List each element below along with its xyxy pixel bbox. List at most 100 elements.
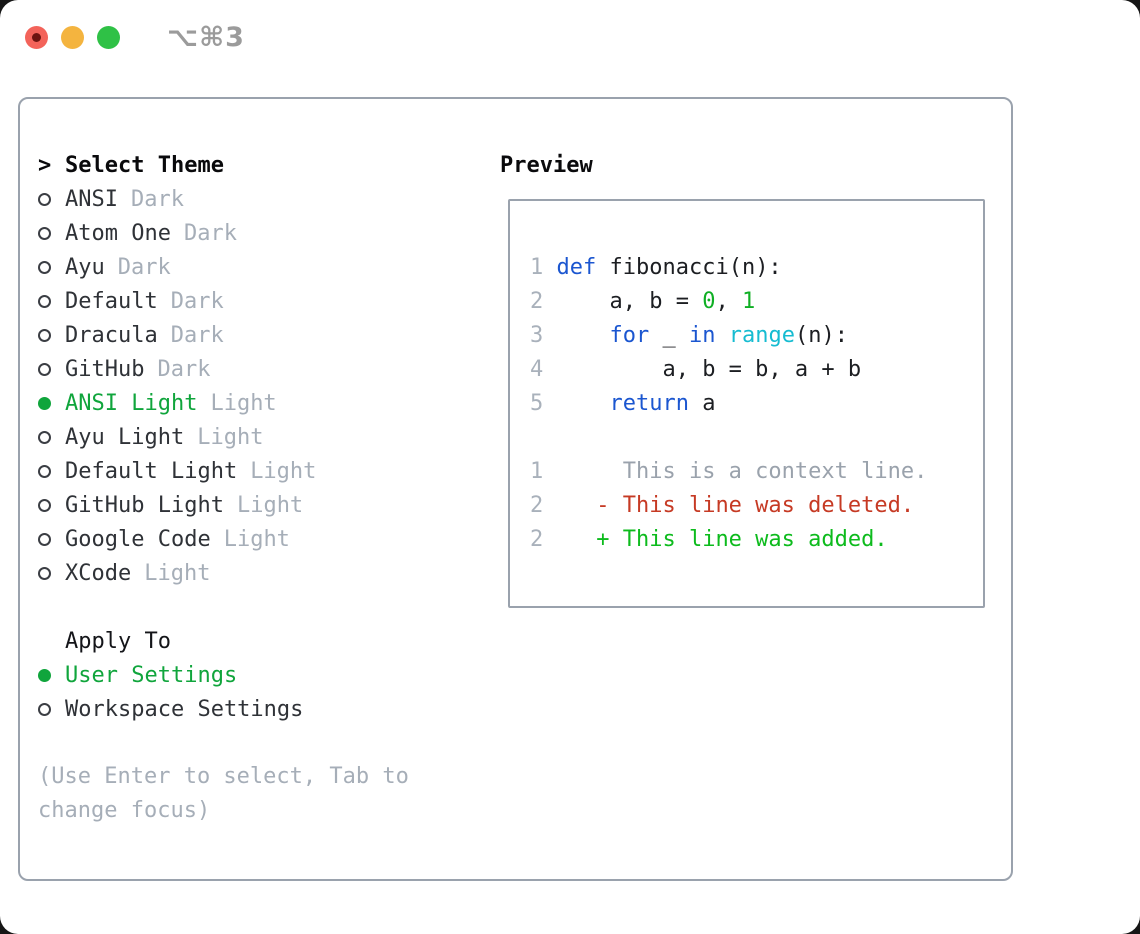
code-token: - This line was deleted. (556, 493, 915, 518)
code-line: 5 return a (530, 387, 973, 421)
radio-icon (38, 294, 51, 308)
line-number: 5 (530, 391, 557, 416)
close-button[interactable] (25, 26, 48, 49)
theme-tag: Light (197, 424, 264, 450)
code-token: a, b = b, a + b (556, 357, 862, 382)
spacer (38, 590, 488, 624)
theme-option-github-light[interactable]: GitHub Light Light (38, 488, 488, 522)
code-token: (n): (794, 323, 848, 348)
titlebar: ⌥⌘3 (0, 0, 1140, 97)
theme-name: Default (65, 288, 158, 314)
theme-tag: Dark (130, 186, 184, 212)
radio-icon (38, 464, 51, 478)
theme-name: Google Code (65, 526, 211, 552)
apply-option-label: Workspace Settings (65, 696, 304, 722)
code-line: 2 + This line was added. (530, 523, 973, 557)
radio-icon (38, 702, 51, 716)
code-token: _ (649, 323, 689, 348)
code-token: range (728, 323, 795, 348)
theme-tag: Dark (183, 220, 237, 246)
code-token: fibonacci(n): (596, 255, 782, 280)
theme-name: GitHub Light (65, 492, 224, 518)
theme-name: Default Light (65, 458, 238, 484)
code-token: def (556, 255, 597, 280)
theme-tag: Dark (170, 322, 224, 348)
theme-name: Ayu Light (65, 424, 185, 450)
blank-line (530, 421, 973, 455)
theme-option-atom-one[interactable]: Atom One Dark (38, 216, 488, 250)
theme-tag: Dark (157, 356, 211, 382)
theme-option-ayu[interactable]: Ayu Dark (38, 250, 488, 284)
code-token (715, 323, 728, 348)
radio-icon (38, 498, 51, 512)
code-line: 1 def fibonacci(n): (530, 251, 973, 285)
code-token: a, b = (556, 289, 703, 314)
apply-option-user-settings[interactable]: User Settings (38, 658, 488, 692)
theme-name: Ayu (65, 254, 105, 280)
hint-text: (Use Enter to select, Tab to change focu… (38, 764, 409, 823)
radio-icon (38, 430, 51, 444)
theme-tag: Dark (117, 254, 171, 280)
code-token: 1 (741, 289, 756, 314)
code-token: return (609, 391, 689, 416)
theme-option-ansi[interactable]: ANSI Dark (38, 182, 488, 216)
apply-option-label: User Settings (65, 662, 238, 688)
radio-icon (38, 532, 51, 546)
theme-option-xcode[interactable]: XCode Light (38, 556, 488, 590)
code-token: This is a context line. (556, 459, 928, 484)
radio-icon (38, 396, 51, 410)
line-number: 2 (530, 289, 557, 314)
code-token: 0 (702, 289, 716, 314)
code-line: 2 a, b = 0, 1 (530, 285, 973, 319)
code-token: in (688, 323, 716, 348)
theme-tag: Light (236, 492, 304, 518)
theme-name: ANSI (65, 186, 118, 212)
preview-column: Preview 1 def fibonacci(n):2 a, b = 0, 1… (500, 148, 1000, 608)
line-number: 4 (530, 357, 557, 382)
code-token (557, 323, 610, 348)
caret-icon: > (38, 152, 52, 178)
line-number: 3 (530, 323, 557, 348)
theme-name: ANSI Light (65, 390, 198, 416)
code-line: 4 a, b = b, a + b (530, 353, 973, 387)
radio-icon (38, 192, 51, 206)
select-theme-title: Select Theme (65, 152, 224, 178)
line-number: 2 (530, 527, 557, 552)
apply-to-title: Apply To (65, 628, 171, 654)
radio-icon (38, 328, 51, 342)
radio-icon (38, 668, 51, 682)
apply-option-workspace-settings[interactable]: Workspace Settings (38, 692, 488, 726)
code-token: for (609, 323, 650, 348)
code-token (557, 391, 610, 416)
theme-option-github[interactable]: GitHub Dark (38, 352, 488, 386)
code-token: + This line was added. (556, 527, 888, 552)
theme-name: GitHub (65, 356, 145, 382)
close-dot-icon (32, 33, 41, 42)
window-title: ⌥⌘3 (167, 22, 245, 53)
theme-name: Atom One (65, 220, 171, 246)
minimize-button[interactable] (61, 26, 84, 49)
maximize-button[interactable] (97, 26, 120, 49)
line-number: 2 (530, 493, 557, 518)
code-line: 3 for _ in range(n): (530, 319, 973, 353)
code-token: , (715, 289, 742, 314)
theme-option-ayu-light[interactable]: Ayu Light Light (38, 420, 488, 454)
theme-tag: Light (223, 526, 290, 552)
apply-to-header: Apply To (38, 624, 488, 658)
theme-option-google-code[interactable]: Google Code Light (38, 522, 488, 556)
radio-icon (38, 226, 51, 240)
radio-icon (38, 260, 51, 274)
radio-icon (38, 362, 51, 376)
theme-tag: Light (144, 560, 211, 586)
theme-name: XCode (65, 560, 132, 586)
